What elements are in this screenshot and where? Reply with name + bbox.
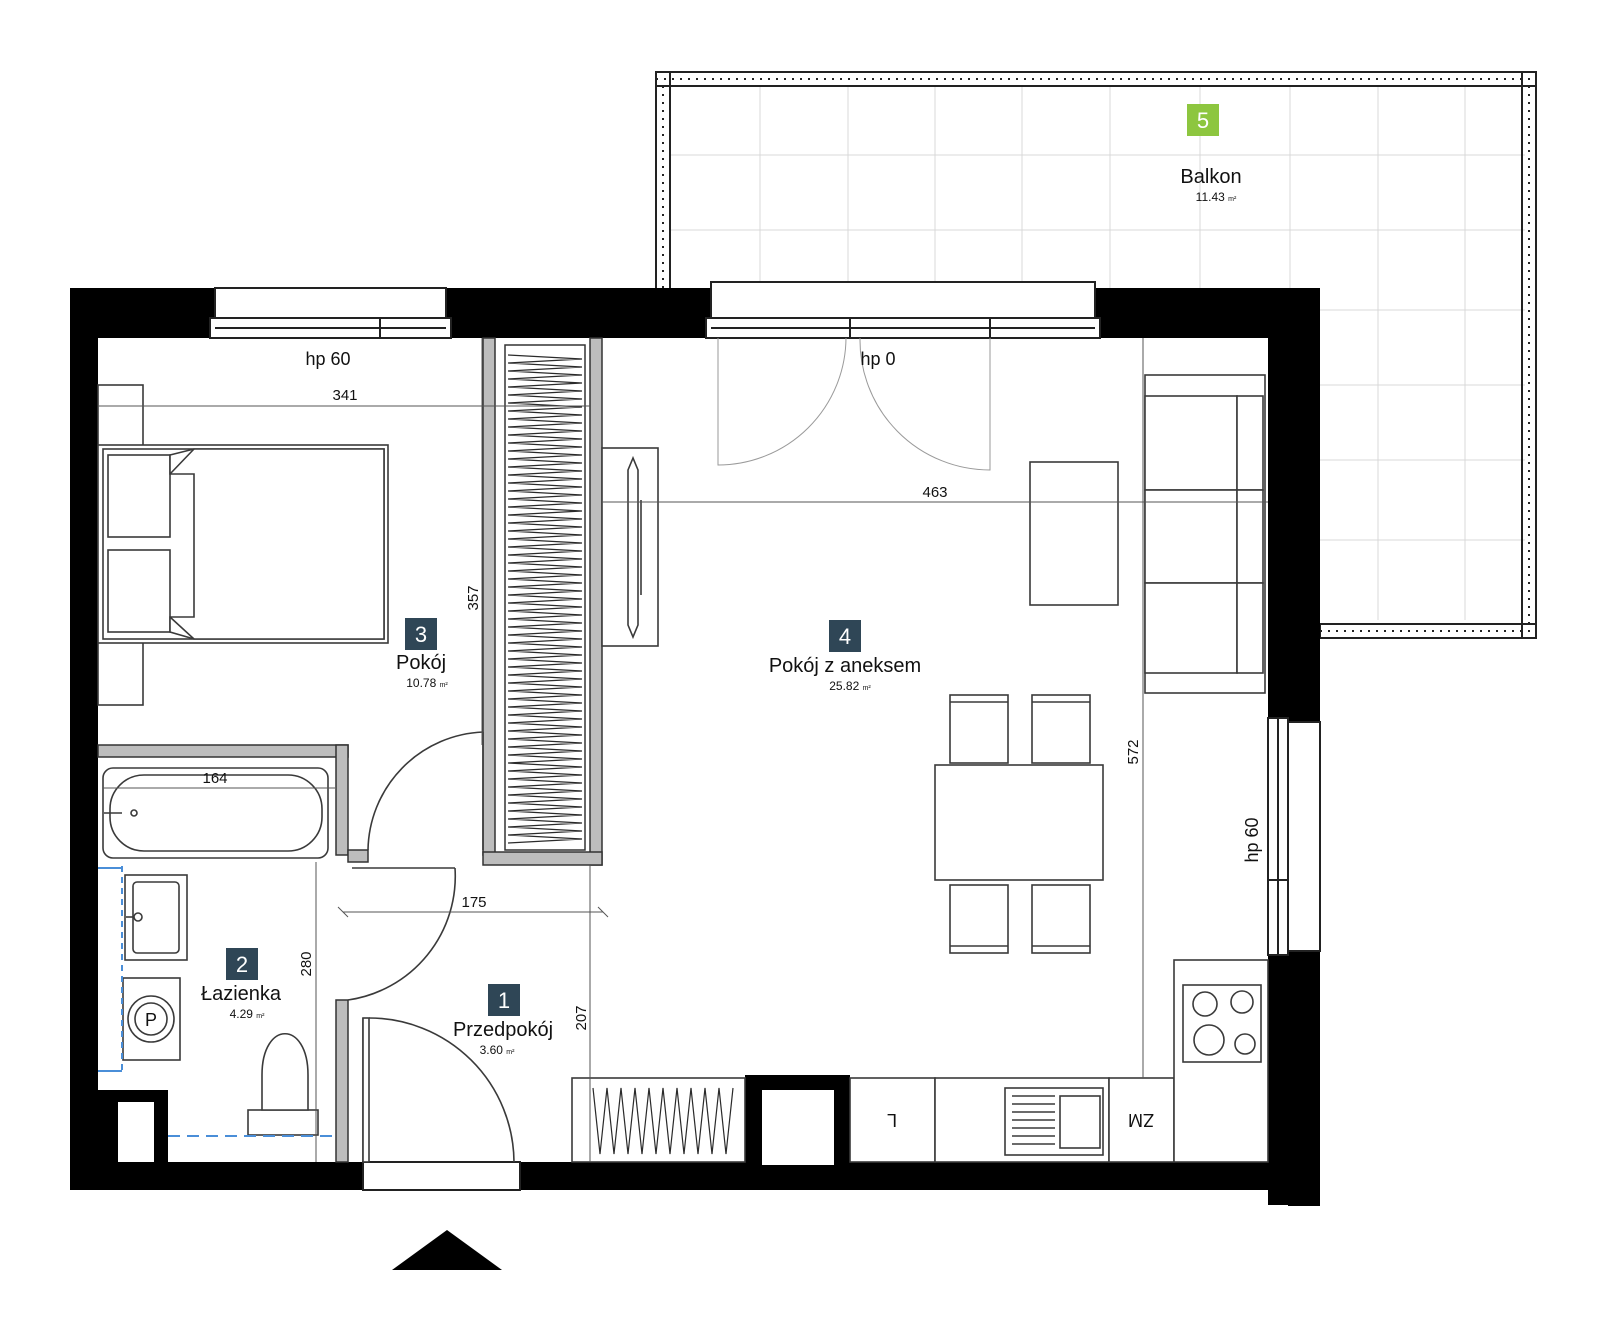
chair: [949, 694, 1009, 764]
dim-living-width: 463: [922, 484, 947, 501]
room-badge: 4: [829, 620, 861, 652]
room-label-living: 4 Pokój z aneksem 25.82 m²: [769, 620, 921, 693]
coffee-table: [1029, 461, 1119, 606]
room-area: 10.78: [406, 676, 436, 690]
room-label-bedroom: 3 Pokój 10.78 m²: [396, 618, 448, 690]
dim-bath-tub: 164: [202, 770, 227, 787]
dim-bath-depth: 280: [298, 951, 315, 976]
window-side-label: hp 60: [1242, 817, 1262, 862]
toilet-tank: [247, 1109, 319, 1136]
svg-text:5: 5: [1197, 108, 1209, 133]
toilet: [261, 1033, 309, 1111]
interior-walls: [97, 337, 603, 1163]
fridge-label: L: [887, 1110, 897, 1130]
window-living: [705, 281, 1101, 339]
dimension-lines: [98, 338, 1268, 1162]
chair: [1031, 694, 1091, 764]
bathroom-fixtures: P: [98, 767, 334, 1137]
chair: [949, 884, 1009, 954]
room-name: Przedpokój: [453, 1019, 553, 1041]
room-area: 25.82: [829, 679, 859, 693]
chair: [1031, 884, 1091, 954]
pillow: [107, 454, 171, 538]
svg-text:3.60 m²: 3.60 m²: [480, 1043, 516, 1057]
room-name: Łazienka: [201, 983, 282, 1005]
dim-hall-depth: 207: [573, 1005, 590, 1030]
dim-hall-width: 175: [461, 894, 486, 911]
washer-label: P: [145, 1010, 157, 1030]
svg-text:11.43 m²: 11.43 m²: [1196, 190, 1237, 204]
bedroom-furniture: [97, 384, 389, 706]
pillow: [107, 549, 171, 633]
room-badge: 2: [226, 948, 258, 980]
entrance-arrow-icon: [392, 1230, 502, 1270]
room-badge: 1: [488, 984, 520, 1016]
room-area: 11.43: [1196, 190, 1225, 204]
room-label-balcony: 5 Balkon 11.43 m²: [1180, 104, 1242, 204]
svg-text:3: 3: [415, 622, 427, 647]
window-bedroom: [209, 287, 452, 339]
svg-text:4.29 m²: 4.29 m²: [230, 1007, 266, 1021]
dining-table: [934, 764, 1104, 881]
room-area: 4.29: [230, 1007, 254, 1021]
room-name: Balkon: [1180, 166, 1241, 188]
room-name: Pokój: [396, 652, 446, 674]
svg-text:2: 2: [236, 952, 248, 977]
wardrobe: [504, 344, 586, 851]
balcony-railing: [655, 71, 1537, 639]
room-area: 3.60: [480, 1043, 504, 1057]
dim-bedroom-width: 341: [332, 387, 357, 404]
dim-living-depth: 572: [1125, 739, 1142, 764]
svg-text:1: 1: [498, 988, 510, 1013]
fridge: [849, 1077, 936, 1163]
doors: [347, 337, 991, 1270]
balcony-floor-grid: [670, 85, 1525, 620]
room-badge: 5: [1187, 104, 1219, 136]
window-side: [1267, 717, 1321, 956]
balcony: [655, 71, 1538, 639]
svg-text:25.82 m²: 25.82 m²: [829, 679, 871, 693]
living-furniture: [601, 374, 1266, 954]
room-name: Pokój z aneksem: [769, 655, 921, 677]
svg-text:10.78 m²: 10.78 m²: [406, 676, 448, 690]
room-badge: 3: [405, 618, 437, 650]
dishwasher-label: ZM: [1128, 1110, 1154, 1130]
svg-text:4: 4: [839, 624, 851, 649]
dim-bedroom-depth: 357: [465, 585, 482, 610]
kitchen: L ZM: [571, 959, 1269, 1163]
window-living-label: hp 0: [860, 349, 895, 369]
room-label-bathroom: 2 Łazienka 4.29 m²: [201, 948, 282, 1021]
tv-unit: [601, 447, 659, 647]
room-label-hall: 1 Przedpokój 3.60 m²: [453, 984, 553, 1057]
cooktop: [1182, 984, 1262, 1063]
window-bedroom-label: hp 60: [305, 349, 350, 369]
